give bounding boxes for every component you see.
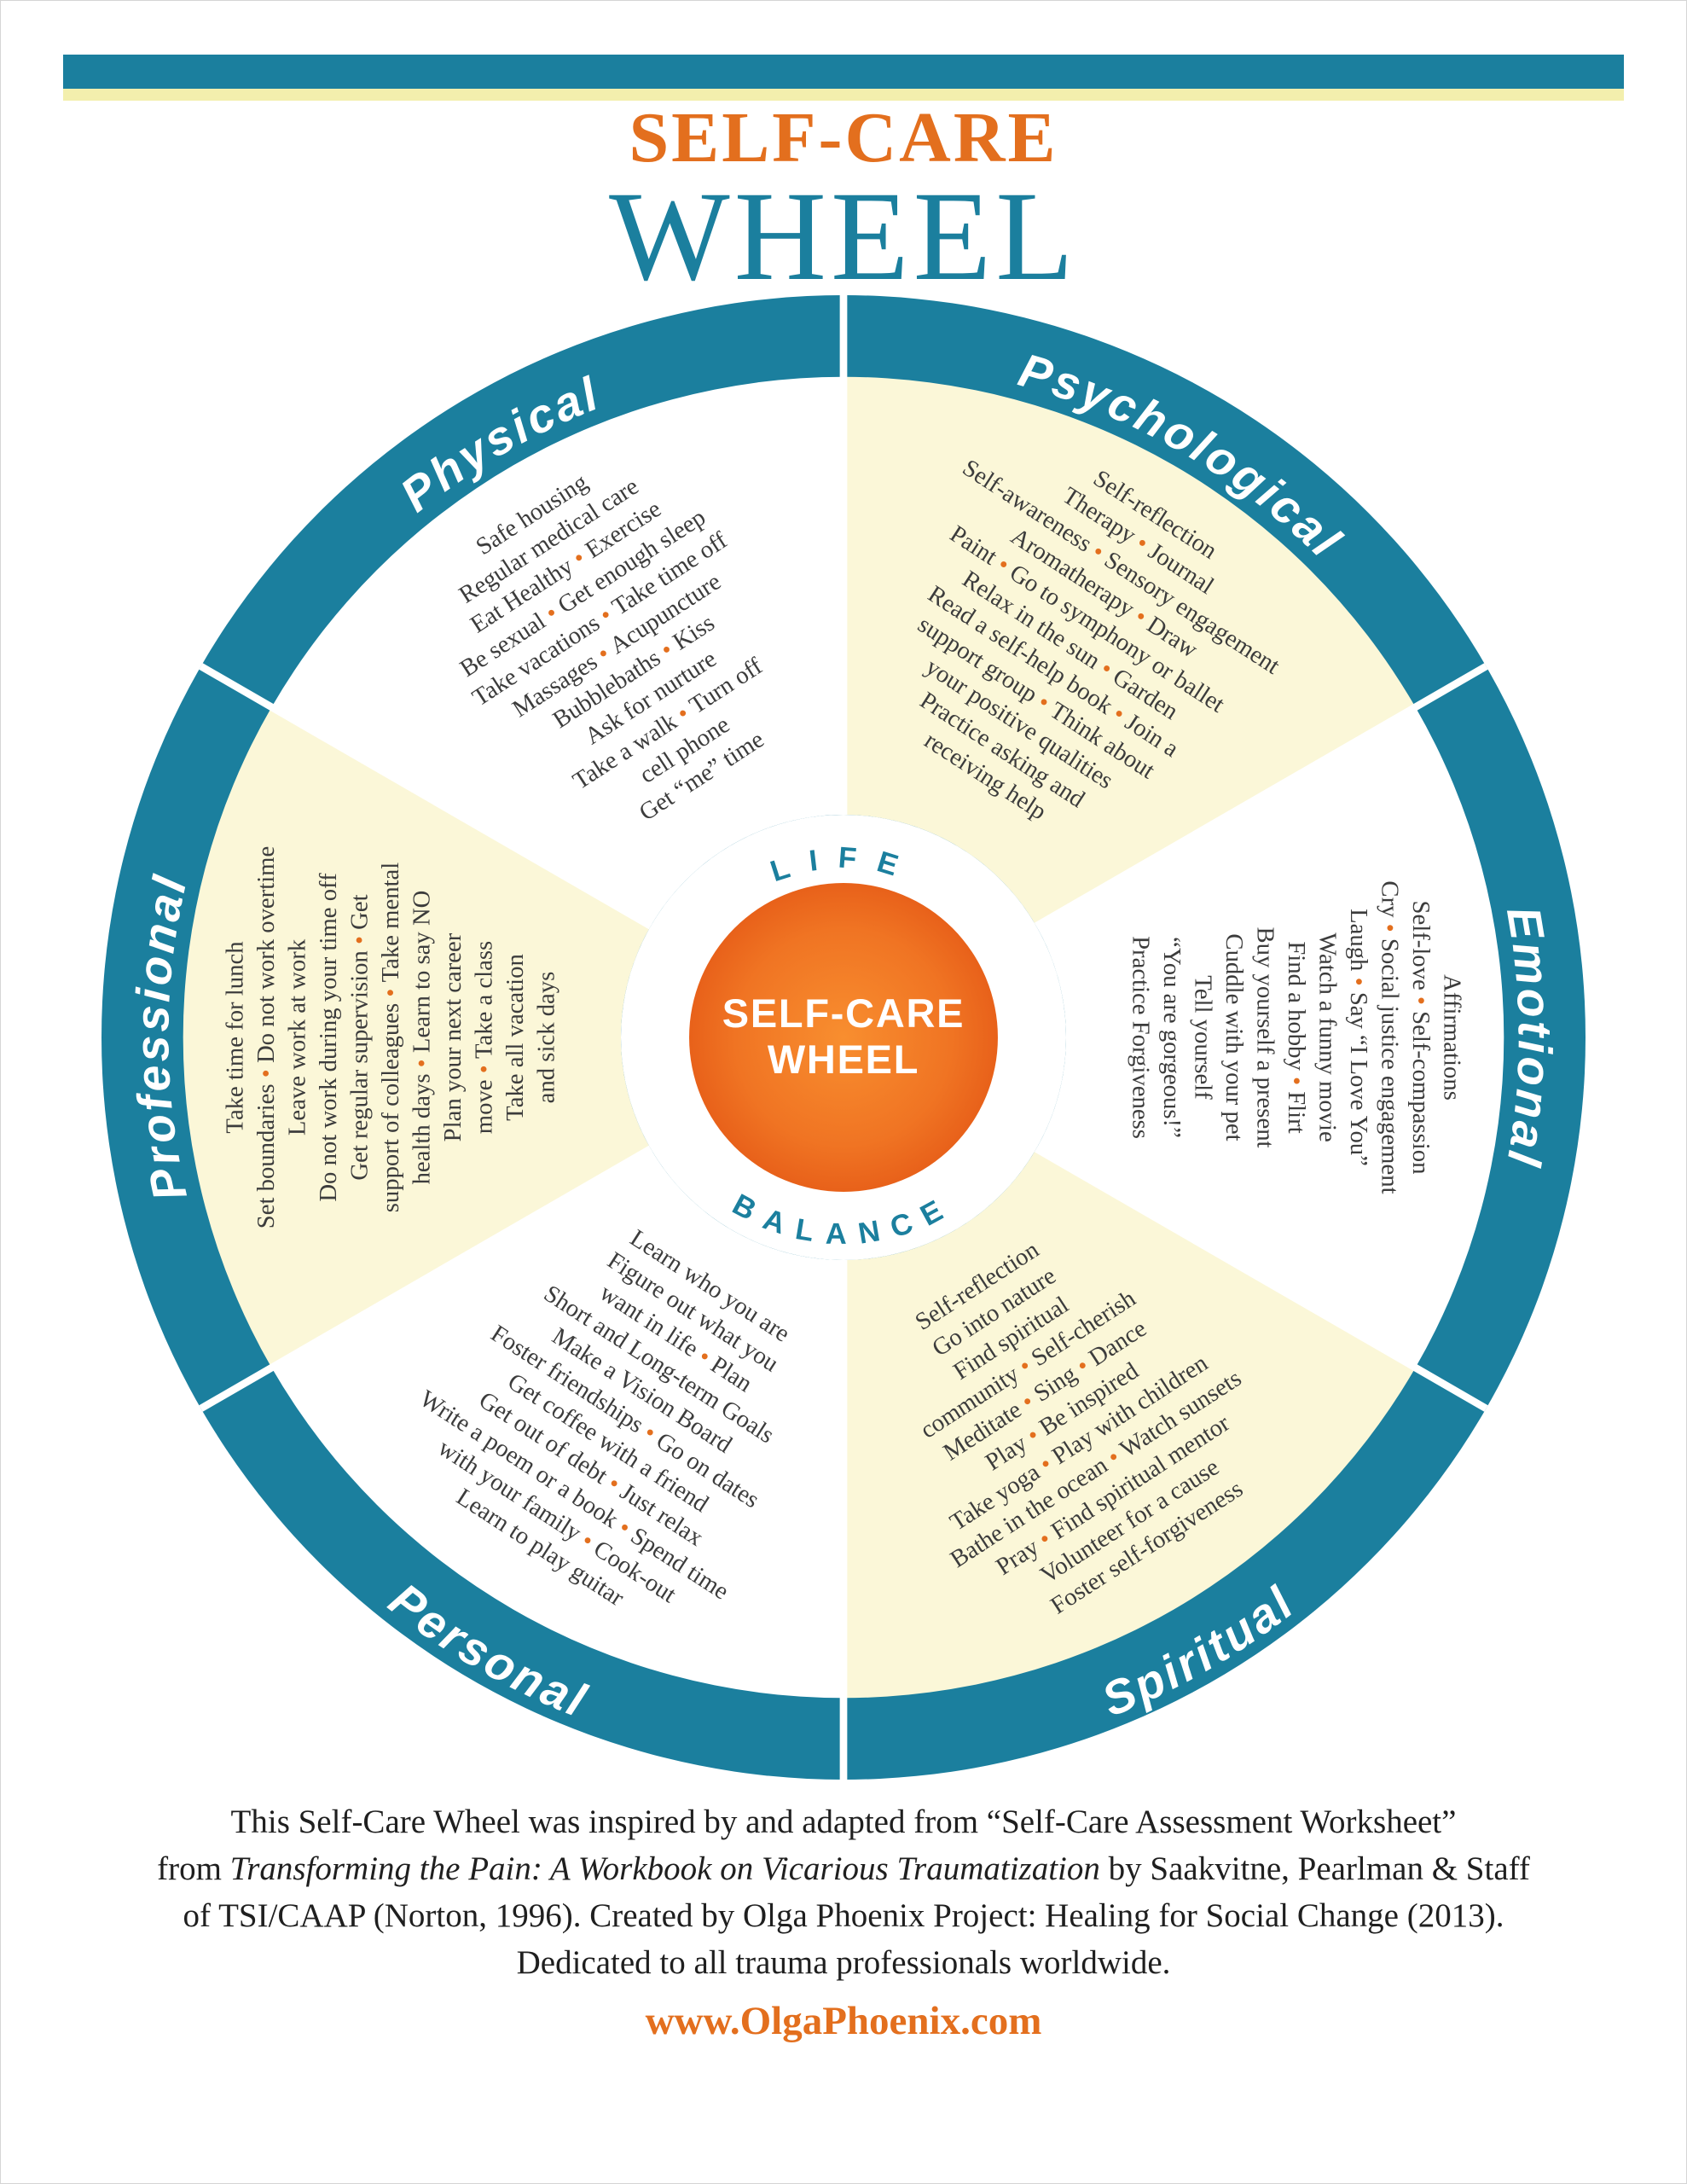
sector-professional xyxy=(183,706,651,1368)
line-fragment: Watch a funny movie xyxy=(1314,932,1342,1142)
footer-line-2-prefix: from xyxy=(157,1850,230,1887)
sector-divider xyxy=(1034,1145,1488,1412)
line-fragment: support of colleagues xyxy=(377,1003,404,1213)
sector-text-line: Plan your next career xyxy=(439,932,467,1141)
line-fragment: Leave work at work xyxy=(283,938,310,1136)
sector-text-line: Laugh • Say “I Love You” xyxy=(1345,909,1372,1166)
sector-text-line: health days • Learn to say NO xyxy=(409,891,436,1185)
bullet-separator: • xyxy=(1407,990,1435,1011)
line-fragment: Plan your next career xyxy=(439,932,467,1141)
line-fragment: Get xyxy=(345,894,373,929)
bullet-separator: • xyxy=(1283,1071,1310,1091)
line-fragment: move xyxy=(471,1079,498,1134)
line-fragment: Affirmations xyxy=(1439,974,1466,1101)
header-strip xyxy=(63,89,1624,101)
line-fragment: Take a class xyxy=(471,941,498,1059)
line-fragment: Cuddle with your pet xyxy=(1220,933,1248,1141)
sector-text-line: Practice Forgiveness xyxy=(1127,936,1154,1139)
sector-text-line: Tell yourself xyxy=(1189,975,1216,1100)
line-fragment: Buy yourself a present xyxy=(1251,926,1278,1147)
bullet-separator: • xyxy=(1377,917,1404,938)
line-fragment: Social justice engagement xyxy=(1377,938,1404,1194)
sector-divider xyxy=(199,663,653,930)
sector-text-line: Take time for lunch xyxy=(221,941,248,1133)
footer-line-3: of TSI/CAAP (Norton, 1996). Created by O… xyxy=(183,1897,1504,1934)
sector-text-line: Get regular supervision • Get xyxy=(345,894,373,1180)
header-bar xyxy=(63,55,1624,89)
sector-text-line: Leave work at work xyxy=(283,938,310,1136)
bullet-separator: • xyxy=(1345,971,1372,991)
sector-text-line: Take all vacation xyxy=(501,954,529,1121)
title-block: SELF-CARE WHEEL xyxy=(0,98,1687,308)
footer-attribution: This Self-Care Wheel was inspired by and… xyxy=(77,1798,1610,2045)
line-fragment: health days xyxy=(409,1073,436,1184)
bullet-separator: • xyxy=(377,982,404,1002)
line-fragment: Flirt xyxy=(1283,1091,1310,1133)
sector-text-line: and sick days xyxy=(533,972,560,1104)
sector-divider xyxy=(1034,663,1488,930)
sector-text-line: “You are gorgeous!” xyxy=(1158,937,1186,1138)
line-fragment: Cry xyxy=(1377,880,1404,918)
line-fragment: Laugh xyxy=(1345,909,1372,971)
line-fragment: Practice Forgiveness xyxy=(1127,936,1154,1139)
bullet-separator: • xyxy=(345,930,373,950)
line-fragment: “You are gorgeous!” xyxy=(1158,937,1186,1138)
sector-text-line: Watch a funny movie xyxy=(1314,932,1342,1142)
sector-text-line: Cuddle with your pet xyxy=(1220,933,1248,1141)
title-selfcare: SELF-CARE xyxy=(629,98,1058,177)
sector-text-line: Self-love • Self-compassion xyxy=(1407,901,1435,1175)
line-fragment: Say “I Love You” xyxy=(1345,992,1372,1166)
sector-text-line: Cry • Social justice engagement xyxy=(1377,880,1404,1194)
sector-text-line: move • Take a class xyxy=(471,941,498,1134)
bullet-separator: • xyxy=(409,1053,436,1073)
sector-text-line: Do not work during your time off xyxy=(315,873,342,1202)
line-fragment: Take mental xyxy=(377,863,404,983)
sector-text-line: Affirmations xyxy=(1439,974,1466,1101)
line-fragment: Learn to say NO xyxy=(409,891,436,1054)
footer-line-1-text: This Self-Care Wheel was inspired by and… xyxy=(230,1804,1457,1840)
bullet-separator: • xyxy=(252,1063,280,1083)
line-fragment: Do not work overtime xyxy=(252,846,280,1063)
website-url: www.OlgaPhoenix.com xyxy=(645,1999,1042,2043)
line-fragment: Take all vacation xyxy=(501,954,529,1121)
line-fragment: Find a hobby xyxy=(1283,941,1310,1071)
line-fragment: Set boundaries xyxy=(252,1083,280,1228)
center-disc-line2: WHEEL xyxy=(768,1037,919,1082)
line-fragment: Get regular supervision xyxy=(345,950,373,1180)
line-fragment: Tell yourself xyxy=(1189,975,1216,1100)
center-disc-line1: SELF-CARE xyxy=(722,990,965,1036)
sector-text-line: Find a hobby • Flirt xyxy=(1283,941,1310,1133)
footer-line-2-suffix: by Saakvitne, Pearlman & Staff xyxy=(1099,1850,1530,1887)
line-fragment: Do not work during your time off xyxy=(315,873,342,1202)
bullet-separator: • xyxy=(471,1059,498,1079)
sector-text-line: support of colleagues • Take mental xyxy=(377,863,404,1213)
sector-text-line: Set boundaries • Do not work overtime xyxy=(252,846,280,1229)
sector-emotional xyxy=(1036,706,1504,1368)
footer-line-2-booktitle: Transforming the Pain: A Workbook on Vic… xyxy=(229,1850,1100,1887)
footer-line-1: This Self-Care Wheel was inspired by and… xyxy=(77,1798,1610,1845)
line-fragment: Take time for lunch xyxy=(221,941,248,1133)
center-disc xyxy=(689,883,998,1192)
sector-text-line: Buy yourself a present xyxy=(1251,926,1278,1147)
line-fragment: Self-compassion xyxy=(1407,1011,1435,1174)
footer-line-4: Dedicated to all trauma professionals wo… xyxy=(516,1944,1171,1981)
line-fragment: and sick days xyxy=(533,972,560,1104)
sector-divider xyxy=(199,1145,653,1412)
line-fragment: Self-love xyxy=(1407,901,1435,990)
title-wheel: WHEEL xyxy=(609,166,1078,308)
footer-line-2: from Transforming the Pain: A Workbook o… xyxy=(77,1845,1610,1892)
